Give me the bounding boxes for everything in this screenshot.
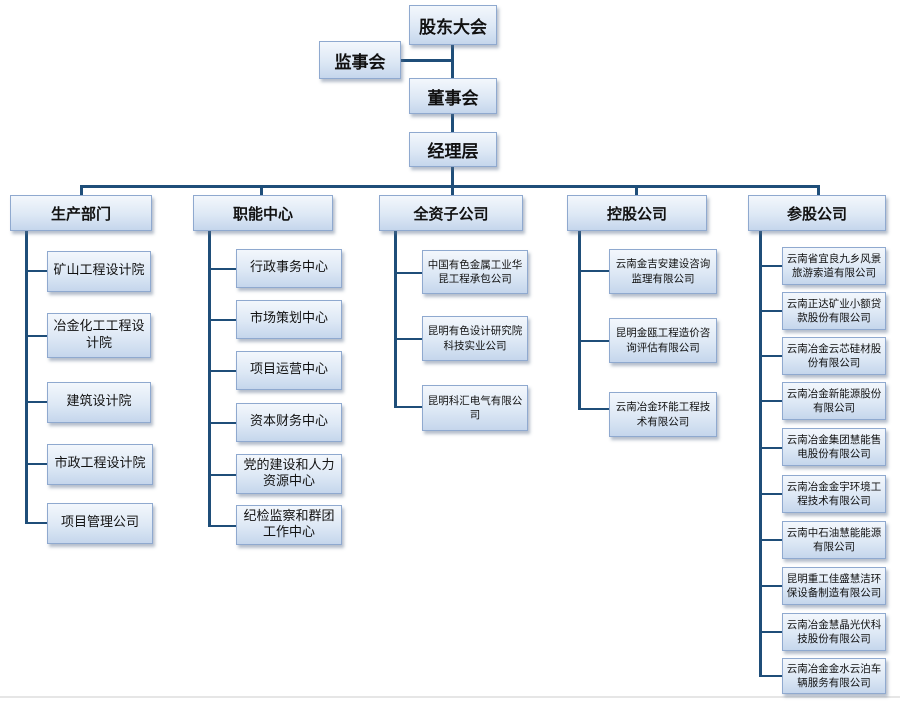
connector-stub [759, 265, 782, 267]
connector-stub [394, 406, 422, 408]
connector-stub [759, 355, 782, 357]
connector-stub [759, 631, 782, 633]
shareholders-meeting-box: 股东大会 [409, 5, 497, 45]
management-box: 经理层 [409, 132, 497, 167]
connector-supervisors [400, 59, 452, 62]
connector-trunk [451, 44, 454, 86]
connector-drop-wholly-owned [451, 185, 454, 195]
connector-stub [759, 675, 782, 677]
connector-stub [208, 268, 236, 270]
connector-column-equity [759, 230, 762, 676]
connector-stub [578, 408, 609, 410]
equity-item: 云南冶金金宇环境工程技术有限公司 [782, 475, 886, 513]
connector-drop-production [80, 185, 83, 195]
connector-main-bus [80, 185, 820, 188]
connector-stub [578, 340, 609, 342]
connector-stub [25, 401, 47, 403]
wholly-owned-item: 昆明有色设计研究院科技实业公司 [422, 316, 528, 361]
connector-board-management [451, 113, 454, 133]
connector-stub [208, 474, 236, 476]
holding-item: 云南金吉安建设咨询监理有限公司 [609, 249, 717, 294]
equity-item: 云南冶金集团慧能售电股份有限公司 [782, 428, 886, 466]
bottom-divider [0, 696, 900, 698]
connector-stub [208, 370, 236, 372]
functional-item: 市场策划中心 [236, 300, 342, 339]
equity-item: 云南冶金新能源股份有限公司 [782, 382, 886, 420]
connector-column-holding [578, 230, 581, 410]
connector-stub [759, 539, 782, 541]
holding-item: 昆明金瓯工程造价咨询评估有限公司 [609, 318, 717, 363]
connector-stub [759, 585, 782, 587]
dept-header-wholly-owned: 全资子公司 [379, 195, 523, 231]
connector-stub [759, 310, 782, 312]
wholly-owned-item: 昆明科汇电气有限公司 [422, 385, 528, 431]
connector-stub [25, 522, 47, 524]
connector-stub [25, 335, 47, 337]
connector-drop-holding [635, 185, 638, 195]
supervisory-board-box: 监事会 [319, 41, 401, 79]
connector-stub [208, 422, 236, 424]
connector-stub [394, 272, 422, 274]
dept-header-functional: 职能中心 [193, 195, 333, 231]
dept-header-equity: 参股公司 [748, 195, 886, 231]
equity-item: 云南冶金慧晶光伏科技股份有限公司 [782, 613, 886, 651]
connector-stub [759, 493, 782, 495]
functional-item: 项目运营中心 [236, 351, 342, 390]
connector-stub [208, 319, 236, 321]
connector-stub [759, 400, 782, 402]
board-of-directors-box: 董事会 [409, 78, 497, 114]
connector-stub [759, 447, 782, 449]
production-item: 市政工程设计院 [47, 444, 153, 485]
production-item: 矿山工程设计院 [47, 251, 151, 292]
connector-column-production [25, 230, 28, 524]
functional-item: 行政事务中心 [236, 249, 342, 288]
functional-item: 党的建设和人力资源中心 [236, 454, 342, 494]
functional-item: 资本财务中心 [236, 403, 342, 442]
connector-stub [25, 270, 47, 272]
equity-item: 昆明重工佳盛慧洁环保设备制造有限公司 [782, 567, 886, 605]
connector-drop-equity [817, 185, 820, 195]
dept-header-production: 生产部门 [10, 195, 152, 231]
production-item: 冶金化工工程设计院 [47, 313, 151, 358]
holding-item: 云南冶金环能工程技术有限公司 [609, 392, 717, 437]
equity-item: 云南中石油慧能能源有限公司 [782, 521, 886, 559]
connector-stub [25, 463, 47, 465]
connector-stub [578, 270, 609, 272]
connector-drop-functional [260, 185, 263, 195]
connector-column-wholly-owned [394, 230, 397, 408]
production-item: 项目管理公司 [47, 503, 153, 544]
connector-management-bus [451, 166, 454, 187]
equity-item: 云南省宜良九乡风景旅游索道有限公司 [782, 247, 886, 285]
equity-item: 云南正达矿业小额贷款股份有限公司 [782, 292, 886, 330]
equity-item: 云南冶金云芯硅材股份有限公司 [782, 337, 886, 375]
production-item: 建筑设计院 [47, 382, 151, 423]
connector-stub [208, 525, 236, 527]
connector-column-functional [208, 230, 211, 527]
wholly-owned-item: 中国有色金属工业华昆工程承包公司 [422, 250, 528, 294]
connector-stub [394, 338, 422, 340]
functional-item: 纪检监察和群团工作中心 [236, 505, 342, 545]
dept-header-holding: 控股公司 [567, 195, 707, 231]
equity-item: 云南冶金金水云泊车辆服务有限公司 [782, 658, 886, 694]
